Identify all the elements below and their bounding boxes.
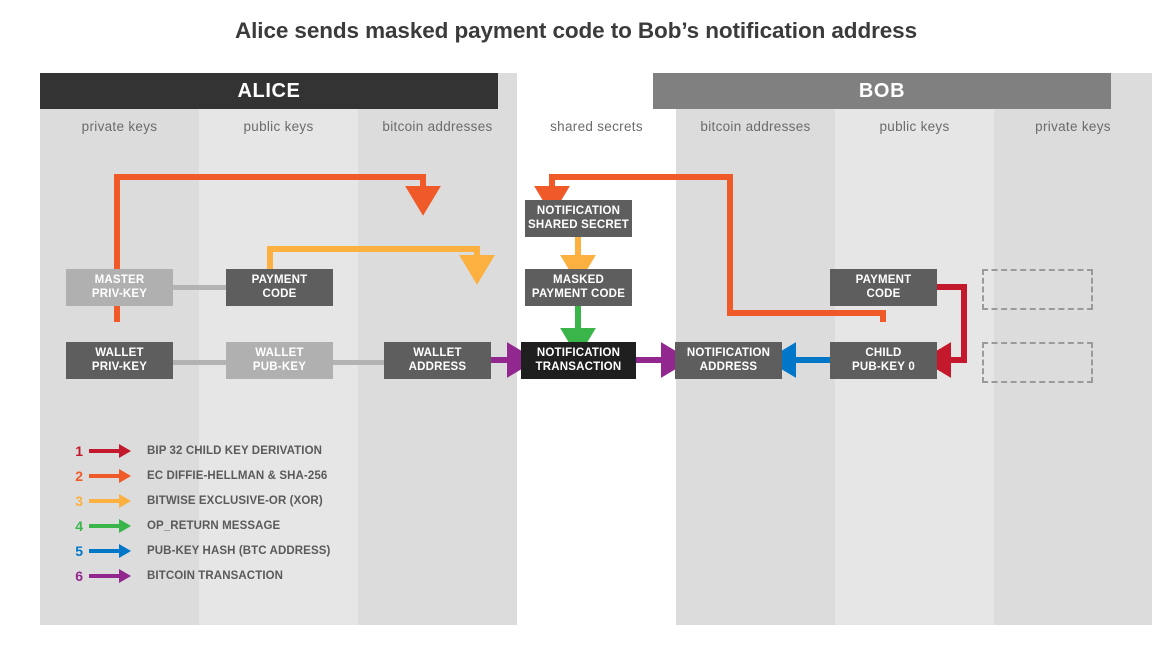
legend-label: EC DIFFIE-HELLMAN & SHA-256	[147, 469, 328, 482]
node-wallet-address[interactable]: WALLET ADDRESS	[384, 342, 491, 379]
node-label-line2: CODE	[262, 287, 297, 300]
node-label-line2: PAYMENT CODE	[531, 287, 626, 300]
legend-label: BIP 32 CHILD KEY DERIVATION	[147, 444, 323, 457]
node-wallet-priv-key[interactable]: WALLET PRIV-KEY	[66, 342, 173, 379]
diagram-body: ALICE BOB private keys public keys bitco…	[40, 73, 1152, 625]
legend-number: 4	[75, 517, 83, 534]
legend-row-4: 4 OP_RETURN MESSAGE	[65, 513, 330, 538]
page-title: Alice sends masked payment code to Bob’s…	[235, 18, 917, 43]
node-alice-payment-code[interactable]: PAYMENT CODE	[226, 269, 333, 306]
arrow-icon	[89, 443, 133, 458]
node-label-line1: MASKED	[552, 274, 605, 286]
column-header-bob-public-keys: public keys	[879, 118, 950, 134]
party-header-alice: ALICE	[40, 73, 498, 109]
legend-label: OP_RETURN MESSAGE	[147, 519, 281, 532]
arrow-icon	[89, 568, 133, 583]
node-notification-shared-secret[interactable]: NOTIFICATION SHARED SECRET	[525, 200, 632, 237]
node-label-line1: WALLET	[255, 347, 304, 359]
arrow-icon	[89, 468, 133, 483]
column-header-alice-private-keys: private keys	[81, 118, 158, 134]
node-label-line2: CODE	[866, 287, 901, 300]
node-label-line1: PAYMENT	[855, 274, 912, 286]
legend-number: 1	[75, 442, 83, 459]
legend-row-1: 1 BIP 32 CHILD KEY DERIVATION	[65, 438, 330, 463]
node-placeholder-bob-priv-2	[982, 342, 1093, 383]
node-label-line1: CHILD	[865, 347, 902, 359]
node-wallet-pub-key[interactable]: WALLET PUB-KEY	[226, 342, 333, 379]
wire-walletpriv-to-walletpub	[170, 360, 270, 365]
node-label-line1: WALLET	[413, 347, 462, 359]
arrow-icon	[89, 543, 133, 558]
legend-number: 2	[75, 467, 83, 484]
arrow-ecdh-alice	[114, 174, 441, 322]
legend-label: PUB-KEY HASH (BTC ADDRESS)	[147, 544, 331, 557]
legend-label: BITCOIN TRANSACTION	[147, 569, 284, 582]
column-stripe-6	[994, 73, 1152, 625]
column-header-alice-public-keys: public keys	[243, 118, 314, 134]
node-label-line2: PRIV-KEY	[91, 287, 148, 300]
node-label-line1: PAYMENT	[251, 274, 308, 286]
legend-row-5: 5 PUB-KEY HASH (BTC ADDRESS)	[65, 538, 330, 563]
node-label-line1: NOTIFICATION	[536, 205, 621, 217]
node-label-line2: PRIV-KEY	[91, 360, 148, 373]
arrow-ecdh-bob	[534, 174, 886, 322]
node-label-line2: ADDRESS	[699, 360, 758, 373]
node-label-line1: WALLET	[95, 347, 144, 359]
legend-row-6: 6 BITCOIN TRANSACTION	[65, 563, 330, 588]
wire-master-to-payment-code	[170, 285, 270, 290]
column-header-bob-private-keys: private keys	[1035, 118, 1111, 134]
legend-number: 5	[75, 542, 83, 559]
node-master-priv-key[interactable]: MASTER PRIV-KEY	[66, 269, 173, 306]
node-label-line1: NOTIFICATION	[686, 347, 771, 359]
legend-row-2: 2 EC DIFFIE-HELLMAN & SHA-256	[65, 463, 330, 488]
legend-row-3: 3 BITWISE EXCLUSIVE-OR (XOR)	[65, 488, 330, 513]
node-placeholder-bob-priv-1	[982, 269, 1093, 310]
node-label-line1: MASTER	[94, 274, 145, 286]
column-header-shared-secrets: shared secrets	[550, 118, 643, 134]
node-label-line1: NOTIFICATION	[536, 347, 621, 359]
node-bob-payment-code[interactable]: PAYMENT CODE	[830, 269, 937, 306]
legend-label: BITWISE EXCLUSIVE-OR (XOR)	[147, 494, 323, 507]
arrow-icon	[89, 518, 133, 533]
arrow-xor-payment-code	[267, 246, 495, 285]
legend: 1 BIP 32 CHILD KEY DERIVATION 2 EC DIFFI…	[65, 438, 330, 588]
node-child-pub-key-0[interactable]: CHILD PUB-KEY 0	[830, 342, 937, 379]
node-label-line2: PUB-KEY	[252, 360, 307, 373]
arrow-bip32-derivation	[921, 284, 967, 378]
wire-walletpub-to-walletaddress	[329, 360, 429, 365]
party-header-bob: BOB	[653, 73, 1111, 109]
legend-number: 3	[75, 492, 83, 509]
legend-number: 6	[75, 567, 83, 584]
node-label-line2: ADDRESS	[408, 360, 467, 373]
column-header-bob-bitcoin-addresses: bitcoin addresses	[700, 118, 811, 134]
node-label-line2: SHARED SECRET	[527, 218, 629, 231]
column-header-alice-bitcoin-addresses: bitcoin addresses	[382, 118, 493, 134]
node-notification-address[interactable]: NOTIFICATION ADDRESS	[675, 342, 782, 379]
arrow-layer	[114, 174, 967, 378]
node-label-line2: PUB-KEY 0	[852, 360, 915, 373]
node-notification-transaction[interactable]: NOTIFICATION TRANSACTION	[521, 342, 636, 379]
node-masked-payment-code[interactable]: MASKED PAYMENT CODE	[525, 269, 632, 306]
node-label-line2: TRANSACTION	[535, 360, 622, 373]
arrow-icon	[89, 493, 133, 508]
